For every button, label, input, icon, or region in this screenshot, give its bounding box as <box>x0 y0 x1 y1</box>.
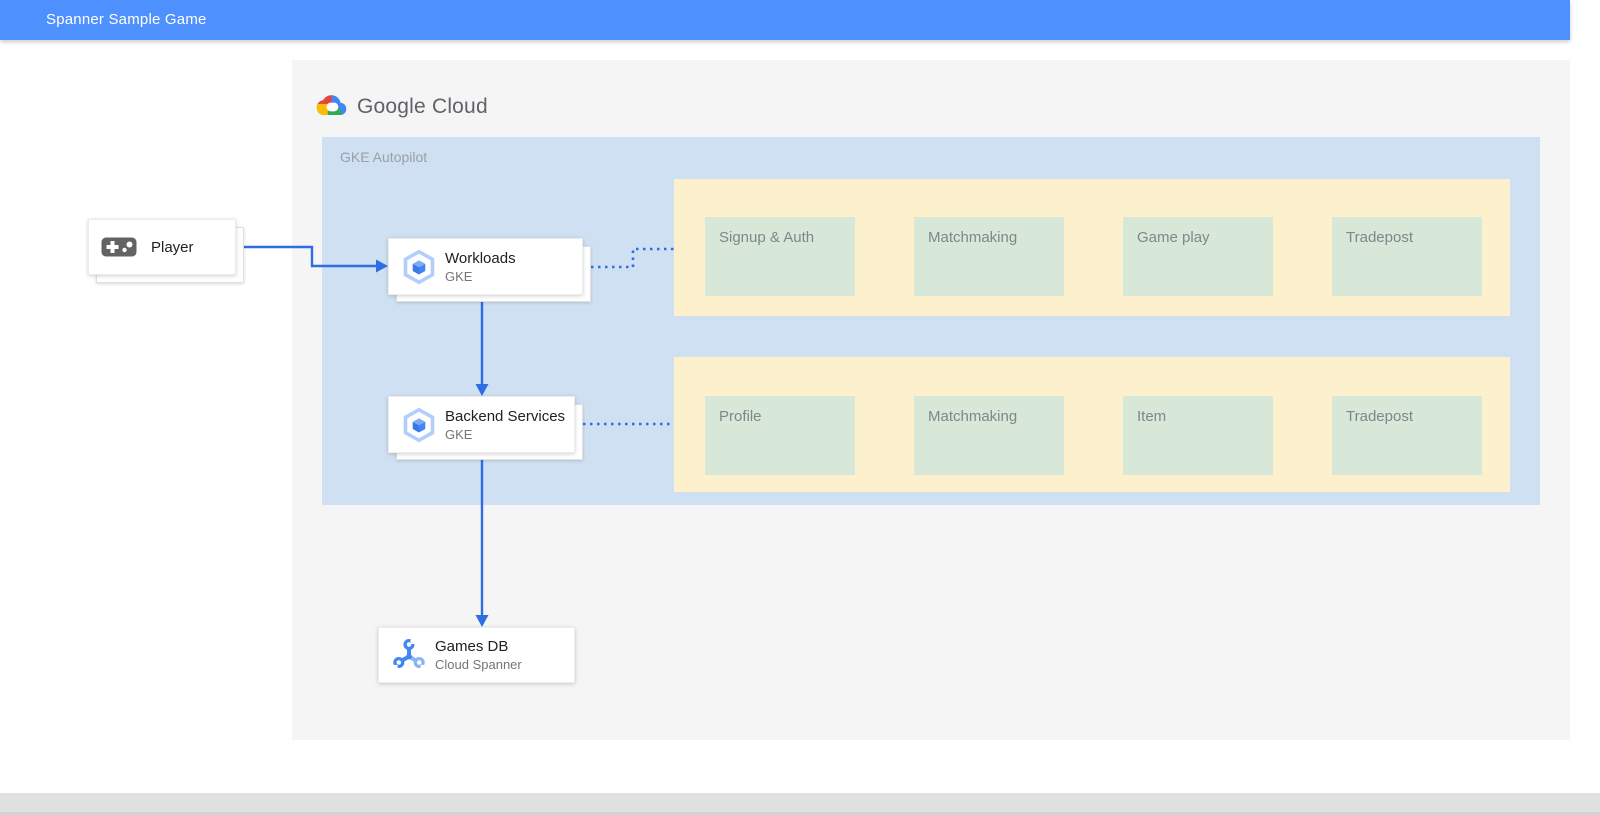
service-box-tradepost-2: Tradepost <box>1332 396 1482 475</box>
gke-icon <box>401 407 437 443</box>
node-backend-services: Backend Services GKE <box>388 396 575 453</box>
node-text: Games DB Cloud Spanner <box>435 638 522 672</box>
service-box-signup-auth: Signup & Auth <box>705 217 855 296</box>
google-cloud-logo-icon <box>316 94 347 120</box>
service-label: Item <box>1137 408 1167 425</box>
service-box-matchmaking-1: Matchmaking <box>914 217 1064 296</box>
node-games-db: Games DB Cloud Spanner <box>378 627 575 683</box>
service-box-tradepost-1: Tradepost <box>1332 217 1482 296</box>
gke-icon <box>401 249 437 285</box>
google-cloud-logo-text: Google Cloud <box>357 95 488 118</box>
service-box-profile: Profile <box>705 396 855 475</box>
service-box-matchmaking-2: Matchmaking <box>914 396 1064 475</box>
node-backend-subtitle: GKE <box>445 426 473 442</box>
node-player-label: Player <box>151 238 194 256</box>
service-label: Tradepost <box>1346 408 1413 425</box>
node-text: Backend Services GKE <box>445 408 565 442</box>
cloud-spanner-icon <box>391 637 427 673</box>
node-workloads-title: Workloads <box>445 249 516 267</box>
service-label: Game play <box>1137 229 1210 246</box>
service-box-item: Item <box>1123 396 1273 475</box>
gamepad-icon <box>101 235 137 259</box>
service-label: Signup & Auth <box>719 229 815 246</box>
service-label: Profile <box>719 408 762 425</box>
bottom-strip <box>0 793 1600 815</box>
app-header: Spanner Sample Game <box>0 0 1570 40</box>
node-workloads-subtitle: GKE <box>445 268 473 284</box>
node-workloads: Workloads GKE <box>388 238 583 295</box>
node-gamesdb-title: Games DB <box>435 638 509 655</box>
service-label: Matchmaking <box>928 408 1018 425</box>
node-player: Player <box>88 219 236 275</box>
service-label: Tradepost <box>1346 229 1413 246</box>
service-box-game-play: Game play <box>1123 217 1273 296</box>
service-label: Matchmaking <box>928 229 1018 246</box>
gke-autopilot-label: GKE Autopilot <box>340 149 428 165</box>
node-text: Workloads GKE <box>445 250 516 284</box>
node-backend-title: Backend Services <box>445 407 566 425</box>
app-title: Spanner Sample Game <box>46 11 207 28</box>
google-cloud-brand: Google Cloud <box>316 92 488 122</box>
node-gamesdb-subtitle: Cloud Spanner <box>435 657 522 672</box>
